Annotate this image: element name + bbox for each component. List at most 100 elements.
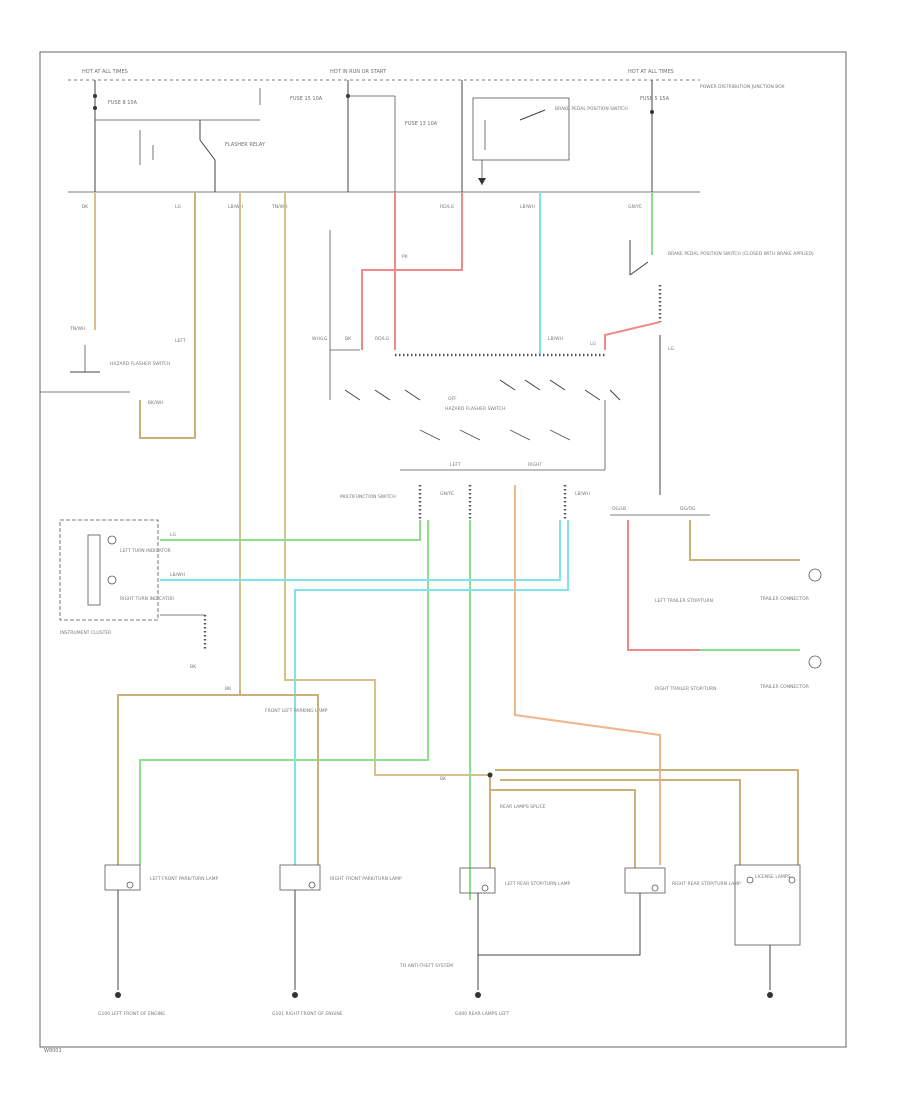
trailer-connector-1-label: TRAILER CONNECTOR: [759, 596, 809, 602]
c-label-1: BK: [82, 204, 89, 210]
footer-code: W8001: [44, 1048, 62, 1054]
brake-relay-contact: [519, 109, 546, 121]
rear-right-feed: [490, 789, 636, 868]
instrument-cluster-box: [59, 519, 159, 621]
mfs-hazard-label: HAZARD FLASHER SWITCH: [445, 406, 505, 412]
red-wire-label: PK: [402, 254, 409, 260]
rear-splice-label: REAR LAMPS SPLICE: [500, 804, 546, 810]
cluster-ground-label: BK: [190, 664, 197, 670]
fuse-center-1-label: FUSE 15 10A: [290, 96, 323, 102]
left-rear-lamp-label: LEFT REAR STOP/TURN LAMP: [505, 881, 571, 887]
g1-label: G100 LEFT FRONT OF ENGINE: [98, 1011, 165, 1017]
right-turn-indicator-label: RIGHT TURN INDICATOR: [120, 596, 174, 602]
fuse-left-terminal: [93, 94, 97, 98]
front-left-feed: [117, 690, 241, 865]
fuse-right-node: [650, 110, 654, 114]
multifunction-switch-contacts: [344, 379, 621, 441]
brake-switch-label: BRAKE PEDAL POSITION SWITCH (CLOSED WITH…: [668, 251, 814, 257]
left-tan-wire-label: TN/WH: [69, 326, 85, 332]
flasher-relay-label: FLASHER RELAY: [225, 142, 266, 148]
rear-feed-tan-wire: [284, 192, 490, 776]
hot-in-run-label: HOT IN RUN OR START: [330, 69, 387, 75]
mfs-out-label-2: LB/WH: [575, 491, 590, 497]
mfs-off-label: OFF: [448, 396, 457, 402]
license-ground-symbol: [767, 992, 773, 998]
hazard-switch-left-label: HAZARD FLASHER SWITCH: [110, 361, 170, 367]
hot-at-all-times-label-left: HOT AT ALL TIMES: [82, 69, 128, 75]
red-feed-wire-2: [361, 192, 463, 350]
right-front-lamp: [279, 864, 321, 891]
cluster-wire-label-2: LB/WH: [170, 572, 185, 578]
front-splice-code: BK: [225, 686, 232, 692]
fuse-left-terminal-2: [93, 106, 97, 110]
left-rear-lamp: [459, 867, 496, 894]
left-turn-indicator-bulb: [107, 535, 117, 545]
diagram-frame: [39, 51, 847, 1048]
c-label-6: LB/WH: [520, 204, 535, 210]
brake-switch-red-wire: [604, 321, 661, 350]
mfs-out-label-1: GN/YE: [440, 491, 454, 497]
right-front-lamp-label: RIGHT FRONT PARK/TURN LAMP: [330, 876, 402, 882]
turn-right-label: RIGHT: [528, 462, 542, 468]
cyan-wire-label: LB/WH: [548, 336, 563, 342]
c-label-3: LB/WH: [228, 204, 243, 210]
flasher-switch-contact: [199, 139, 216, 161]
cluster-module: [87, 534, 101, 606]
c-label-7: GN/YE: [628, 204, 642, 210]
power-distribution-box-label: POWER DISTRIBUTION JUNCTION BOX: [700, 84, 785, 90]
ref-note-label: TO ANTI-THEFT SYSTEM: [399, 963, 453, 969]
cluster-wire-label-1: LG: [170, 532, 177, 538]
instrument-cluster-label: INSTRUMENT CLUSTER: [60, 630, 111, 636]
license-feed-1: [495, 769, 799, 865]
c-label-5: RD/LG: [440, 204, 455, 210]
g1-ground-symbol: [115, 992, 121, 998]
left-panel-note: LEFT: [175, 338, 186, 344]
fuse-center-2-label: FUSE 13 10A: [405, 121, 438, 127]
left-front-lamp-label: LEFT FRONT PARK/TURN LAMP: [150, 876, 218, 882]
g2-ground-symbol: [292, 992, 298, 998]
right-rear-lamp: [624, 867, 666, 894]
rear-splice-code: BK: [440, 776, 447, 782]
brake-relay-arrow: [478, 178, 486, 185]
mfs-label: MULTIFUNCTION SWITCH: [340, 494, 396, 500]
hot-at-all-times-label-right: HOT AT ALL TIMES: [628, 69, 674, 75]
fuse-left-label: FUSE 8 10A: [108, 100, 138, 106]
license-lamps: [734, 864, 801, 946]
g3-rear-right-wire: [478, 893, 641, 956]
g3-ground-symbol: [475, 992, 481, 998]
turn-left-label: LEFT: [450, 462, 461, 468]
trailer-harness-label-1: OG/LB: [612, 506, 626, 512]
fuse-right-label: FUSE 5 15A: [640, 96, 670, 102]
c-label-2: LG: [175, 204, 182, 210]
left-hazard-return-wire: [139, 192, 196, 439]
mfs-c2-label: BK: [345, 336, 352, 342]
trailer-right-label: RIGHT TRAILER STOP/TURN: [655, 686, 716, 692]
trailer-right-red-wire: [627, 520, 800, 651]
g2-label: G101 RIGHT FRONT OF ENGINE: [272, 1011, 343, 1017]
trailer-connector-2-label: TRAILER CONNECTOR: [759, 684, 809, 690]
right-turn-indicator-bulb: [107, 575, 117, 585]
right-rear-orange-wire: [514, 485, 661, 865]
left-front-green-wire: [139, 520, 429, 865]
front-splice-label: FRONT LEFT PARKING LAMP: [265, 708, 328, 714]
c-label-4: TN/WH: [271, 204, 287, 210]
left-turn-indicator-label: LEFT TURN INDICATOR: [120, 548, 171, 554]
brake-switch-contact: [629, 261, 649, 276]
g3-label: G400 REAR LAMPS LEFT: [455, 1011, 510, 1017]
trailer-left-label: LEFT TRAILER STOP/TURN: [655, 598, 713, 604]
mfs-c3-label: RD/LG: [375, 336, 390, 342]
left-indicator-green-wire: [160, 520, 421, 541]
right-rear-lamp-label: RIGHT REAR STOP/TURN LAMP: [672, 881, 741, 887]
trailer-connector-2-symbol: [808, 655, 822, 669]
brake-relay-label: BRAKE PEDAL POSITION SWITCH: [555, 106, 628, 112]
license-lamps-label: LICENSE LAMPS: [755, 874, 791, 880]
trailer-harness-label-2: DG/OG: [680, 506, 696, 512]
right-front-cyan-wire: [294, 520, 569, 865]
brake-relay-box: [472, 97, 570, 161]
front-right-feed: [240, 694, 319, 865]
right-indicator-cyan-wire: [160, 520, 561, 581]
left-front-lamp: [104, 864, 141, 891]
brake-right-wire-label: LG: [668, 346, 675, 352]
left-return-label: BK/WH: [148, 400, 163, 406]
